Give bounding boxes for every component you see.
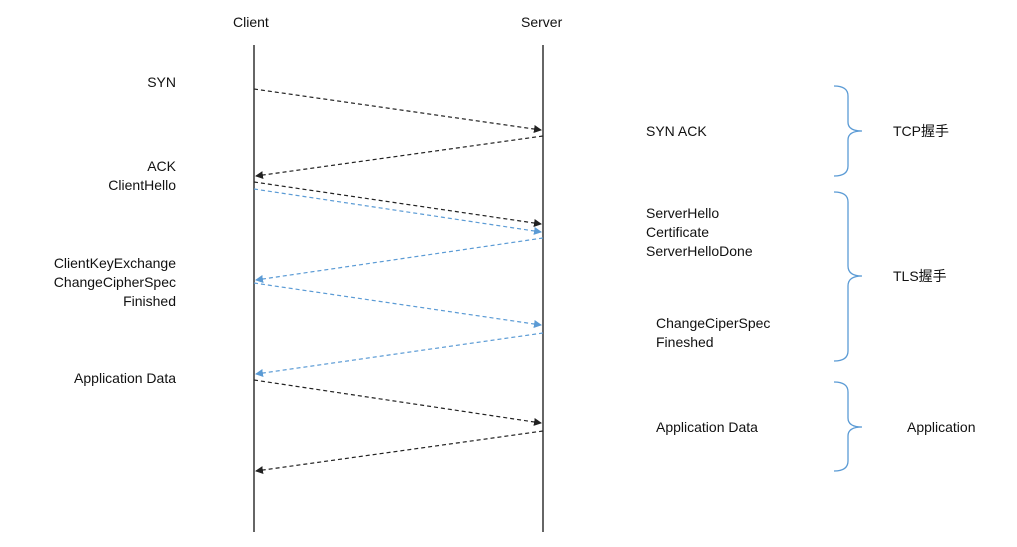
arrow-syn <box>253 88 542 133</box>
brace-tls <box>833 191 863 362</box>
label-client-key-exchange-group: ClientKeyExchange ChangeCipherSpec Finis… <box>54 254 176 311</box>
label-server-app-data: Application Data <box>656 419 758 435</box>
arrow-client-key-exchange <box>253 282 542 328</box>
phase-application: Application <box>907 419 976 435</box>
label-fineshed: Fineshed <box>656 334 714 350</box>
label-certificate: Certificate <box>646 224 710 240</box>
label-ack: ACK <box>147 158 176 174</box>
arrow-clienthello-blue <box>253 188 542 235</box>
arrow-syn-ack <box>255 135 544 179</box>
arrow-change-cipher-spec <box>255 332 544 377</box>
arrow-ack-clienthello <box>253 181 542 227</box>
brace-application <box>833 381 863 472</box>
server-header: Server <box>521 14 563 30</box>
brace-tcp <box>833 85 863 177</box>
label-change-cipher-spec: ChangeCipherSpec <box>53 274 176 290</box>
label-change-ciper-group: ChangeCiperSpec Fineshed <box>656 314 770 352</box>
client-header: Client <box>233 14 269 30</box>
label-clienthello: ClientHello <box>108 177 176 193</box>
arrow-serverhello <box>255 237 544 283</box>
arrow-app-data-server <box>255 430 544 474</box>
phase-tcp-handshake: TCP握手 <box>893 123 949 139</box>
label-serverhello: ServerHello <box>646 205 720 221</box>
label-ack-clienthello: ACK ClientHello <box>108 157 176 195</box>
label-serverhellodone: ServerHelloDone <box>646 243 753 259</box>
label-serverhello-group: ServerHello Certificate ServerHelloDone <box>646 204 753 261</box>
label-syn-ack: SYN ACK <box>646 123 707 139</box>
label-client-key-exchange: ClientKeyExchange <box>53 255 176 271</box>
label-finished: Finished <box>123 293 176 309</box>
label-client-app-data: Application Data <box>74 370 176 386</box>
label-syn: SYN <box>147 74 176 90</box>
arrow-app-data-client <box>253 379 542 426</box>
phase-tls-handshake: TLS握手 <box>893 268 947 284</box>
label-change-ciper-spec: ChangeCiperSpec <box>656 315 771 331</box>
